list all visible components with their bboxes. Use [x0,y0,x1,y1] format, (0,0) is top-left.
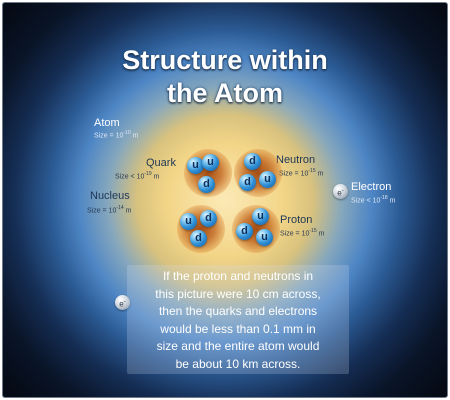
quark-size: Size < 10-19 m [115,171,160,181]
note-line: this picture were 10 cm across, [155,286,321,301]
nucleus-label: Nucleus [90,190,130,202]
electron-particle-right: e- [333,184,348,199]
up-quark: u [259,171,276,188]
electron-size: Size < 10-18 m [351,195,396,205]
down-quark: d [239,174,256,191]
down-quark: d [190,230,207,247]
scale-note: If the proton and neutrons in this pictu… [127,265,349,374]
atom-size: Size = 10-10 m [94,130,139,140]
diagram-title-line-2: the Atom [167,78,283,108]
note-line: be about 10 km across. [175,356,301,371]
neutron-size: Size = 10-15 m [279,168,324,178]
electron-particle-left: e- [115,295,130,310]
up-quark: u [252,208,269,225]
note-line: size and the entire atom would [156,339,320,353]
proton-size: Size = 10-15 m [280,228,325,238]
up-quark: u [202,154,219,171]
quark-label: Quark [146,157,176,169]
up-quark: u [180,213,197,230]
neutron-label: Neutron [276,154,316,166]
proton-label: Proton [280,214,313,226]
down-quark: d [236,223,253,240]
down-quark: d [244,153,261,170]
down-quark: d [200,210,217,227]
up-quark: u [187,157,204,174]
electron-label: Electron [351,181,392,193]
diagram-title-line-1: Structure within [122,45,328,75]
nucleus-size: Size = 10-14 m [87,205,132,215]
note-line: would be less than 0.1 mm in [160,321,316,336]
note-line: then the quarks and electrons [158,304,318,318]
down-quark: d [198,176,215,193]
note-line: If the proton and neutrons in [162,269,314,283]
atom-label: Atom [94,117,120,129]
up-quark: u [256,229,273,246]
